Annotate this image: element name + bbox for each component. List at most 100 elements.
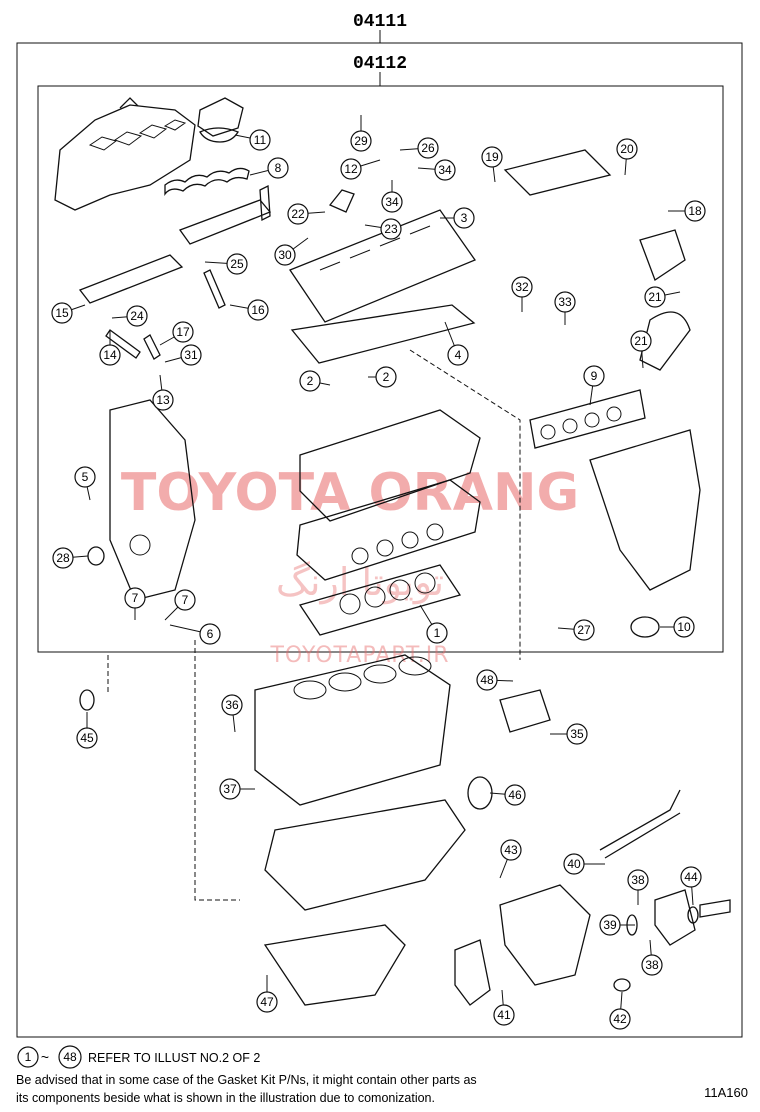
svg-text:22: 22 xyxy=(291,207,305,221)
intake-manifold-drawing xyxy=(54,97,196,211)
callout-4: 4 xyxy=(444,321,469,366)
callout-27: 27 xyxy=(557,619,595,641)
svg-text:30: 30 xyxy=(278,248,292,262)
svg-text:39: 39 xyxy=(603,918,617,932)
inner-kit-code: 04112 xyxy=(353,54,407,74)
svg-text:24: 24 xyxy=(130,309,144,323)
svg-text:43: 43 xyxy=(504,843,518,857)
head-gasket-drawing xyxy=(298,564,462,636)
svg-text:5: 5 xyxy=(82,470,89,484)
cylinder-head-cover-drawing xyxy=(289,189,476,323)
svg-text:4: 4 xyxy=(455,348,462,362)
svg-text:34: 34 xyxy=(385,195,399,209)
svg-text:7: 7 xyxy=(182,593,189,607)
svg-text:19: 19 xyxy=(485,150,499,164)
svg-text:46: 46 xyxy=(508,788,522,802)
svg-text:18: 18 xyxy=(688,204,702,218)
svg-text:14: 14 xyxy=(103,348,117,362)
callout-41: 41 xyxy=(493,989,515,1026)
svg-text:31: 31 xyxy=(184,348,198,362)
o-ring-drawing xyxy=(626,914,638,936)
callout-5: 5 xyxy=(74,466,96,501)
watermark-brand: TOYOTA ORANG xyxy=(121,463,579,523)
callout-37: 37 xyxy=(219,778,255,800)
svg-text:1: 1 xyxy=(25,1050,32,1064)
callout-17: 17 xyxy=(159,321,194,346)
callout-6: 6 xyxy=(169,623,221,645)
footnote-line-1: Be advised that in some case of the Gask… xyxy=(16,1073,477,1087)
callout-44: 44 xyxy=(680,866,702,906)
svg-text:27: 27 xyxy=(577,623,591,637)
callout-3: 3 xyxy=(440,207,475,229)
callout-14: 14 xyxy=(99,330,121,366)
svg-text:35: 35 xyxy=(570,727,584,741)
callout-32: 32 xyxy=(511,276,533,312)
callout-26: 26 xyxy=(399,137,439,159)
callout-30: 30 xyxy=(274,237,309,266)
svg-text:11: 11 xyxy=(254,133,267,147)
oil-pump-drawing xyxy=(499,689,551,733)
callout-48: 48 xyxy=(476,669,514,691)
callout-36: 36 xyxy=(221,694,243,733)
exhaust-manifold-drawing xyxy=(529,389,701,591)
callout-34: 34 xyxy=(381,180,403,213)
rear-oil-seal-drawing xyxy=(467,776,493,810)
seal-ring-drawing xyxy=(613,978,631,992)
oil-filler-pipe-drawing xyxy=(599,789,681,859)
callout-34: 34 xyxy=(417,159,456,181)
callout-9: 9 xyxy=(583,365,605,406)
svg-text:28: 28 xyxy=(56,551,70,565)
footnote-line-2: its components beside what is shown in t… xyxy=(16,1091,435,1105)
callout-35: 35 xyxy=(550,723,588,745)
svg-text:17: 17 xyxy=(176,325,190,339)
svg-text:9: 9 xyxy=(591,369,598,383)
callout-12: 12 xyxy=(340,158,381,180)
exhaust-ring-drawing xyxy=(630,616,660,638)
svg-text:7: 7 xyxy=(132,591,139,605)
svg-text:32: 32 xyxy=(515,280,529,294)
callout-33: 33 xyxy=(554,291,576,325)
throttle-body-drawing xyxy=(197,97,244,143)
svg-text:2: 2 xyxy=(383,370,390,384)
callout-23: 23 xyxy=(364,218,402,240)
fuel-rail-drawing xyxy=(78,184,272,304)
svg-text:21: 21 xyxy=(634,334,648,348)
callout-2: 2 xyxy=(299,370,331,392)
svg-text:36: 36 xyxy=(225,698,239,712)
injectors-drawing xyxy=(105,269,226,360)
svg-text:~: ~ xyxy=(41,1049,49,1065)
svg-text:25: 25 xyxy=(230,257,244,271)
callout-24: 24 xyxy=(111,305,148,327)
svg-text:13: 13 xyxy=(156,393,170,407)
svg-text:20: 20 xyxy=(620,142,634,156)
intake-gasket-drawing xyxy=(164,167,250,196)
callout-19: 19 xyxy=(481,146,503,183)
callout-45: 45 xyxy=(76,712,98,749)
callout-11: 11 xyxy=(234,129,271,151)
footer-range: 1 ~ 48 REFER TO ILLUST NO.2 OF 2 xyxy=(17,1045,260,1069)
callout-29: 29 xyxy=(350,115,372,152)
svg-text:15: 15 xyxy=(55,306,69,320)
callout-16: 16 xyxy=(229,299,269,321)
callout-38: 38 xyxy=(627,869,649,905)
svg-text:37: 37 xyxy=(223,782,237,796)
svg-text:2: 2 xyxy=(307,374,314,388)
cylinder-block-drawing xyxy=(254,654,451,806)
callout-13: 13 xyxy=(152,374,174,411)
oil-pan-drawing xyxy=(263,924,406,1006)
front-seal-drawing xyxy=(87,546,105,566)
svg-text:44: 44 xyxy=(684,870,698,884)
svg-text:38: 38 xyxy=(645,958,659,972)
callout-40: 40 xyxy=(563,853,605,875)
figure-id: 11A160 xyxy=(704,1085,748,1100)
svg-text:38: 38 xyxy=(631,873,645,887)
water-outlet-drawing xyxy=(503,149,691,371)
svg-text:48: 48 xyxy=(480,673,494,687)
thermostat-housing-drawing xyxy=(654,889,731,946)
svg-text:26: 26 xyxy=(421,141,435,155)
callout-21: 21 xyxy=(630,330,652,369)
svg-text:8: 8 xyxy=(275,161,282,175)
callout-38: 38 xyxy=(641,939,663,976)
svg-text:34: 34 xyxy=(438,163,452,177)
